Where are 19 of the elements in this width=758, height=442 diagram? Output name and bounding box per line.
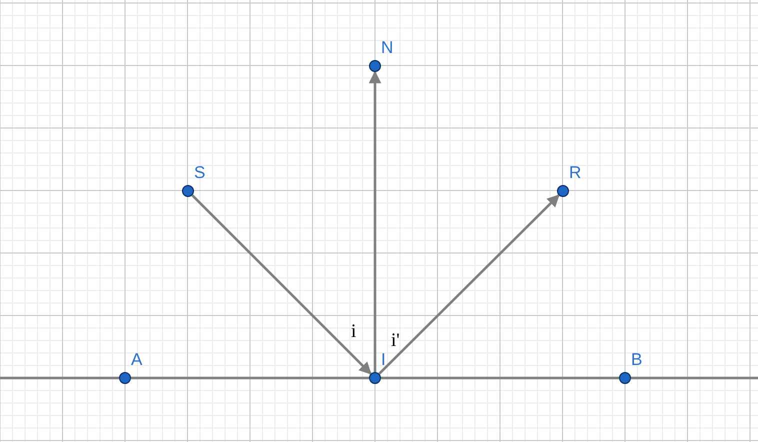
point-label: N <box>381 39 394 56</box>
point-marker <box>369 60 381 72</box>
point-label: A <box>131 351 142 368</box>
point-label: B <box>631 351 642 368</box>
angle-label: i <box>351 322 356 341</box>
point-label: I <box>381 351 386 368</box>
point-marker <box>182 185 194 197</box>
point-marker <box>369 372 381 384</box>
angle-label: i' <box>391 331 400 350</box>
point-marker <box>619 372 631 384</box>
point-label: S <box>194 164 206 181</box>
point-marker <box>557 185 569 197</box>
arrow <box>191 194 372 375</box>
point-marker <box>119 372 131 384</box>
line-segment <box>131 376 369 380</box>
point-label: R <box>569 164 582 181</box>
arrow <box>368 70 382 372</box>
line-segment <box>381 376 619 380</box>
arrow <box>378 194 560 375</box>
